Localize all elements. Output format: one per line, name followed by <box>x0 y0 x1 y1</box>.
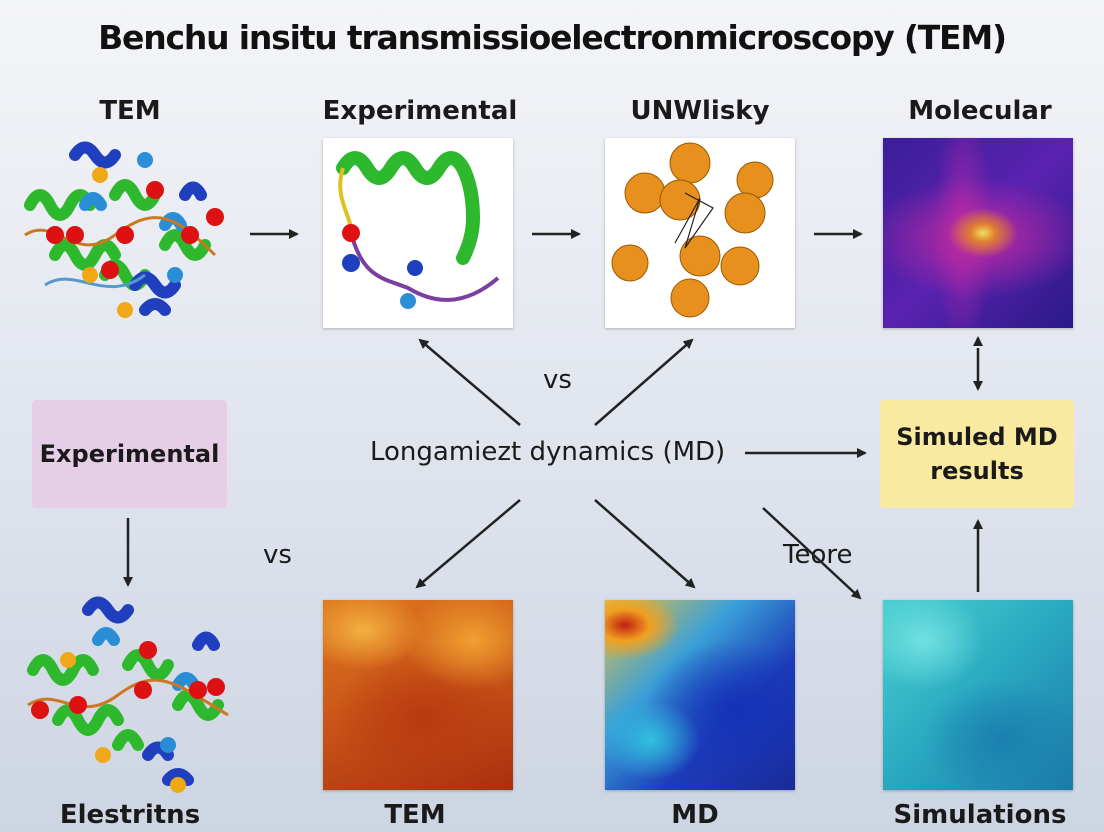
vs-label-left: vs <box>263 540 292 570</box>
arrow-md-to-tem <box>415 499 521 589</box>
experimental-box: Experimental <box>32 400 227 508</box>
panel-simulations-heatmap <box>883 600 1073 790</box>
panel-experimental-helix <box>323 138 513 328</box>
teore-label: Teore <box>783 540 853 570</box>
arrow-md-to-md-panel <box>594 499 696 589</box>
page-title: Benchu insitu transmissioelectronmicrosc… <box>98 18 1007 57</box>
center-text-md: Longamiezt dynamics (MD) <box>370 437 726 467</box>
label-elestritns: Elestritns <box>59 800 201 830</box>
label-simulations: Simulations <box>893 800 1067 830</box>
panel-unwlisky-spheres <box>605 138 795 328</box>
protein-structure-bottom <box>18 595 243 795</box>
label-experimental-top: Experimental <box>322 96 518 126</box>
arrow-md-to-experimental <box>418 338 521 426</box>
simulated-md-results-box: Simuled MD results <box>880 400 1074 508</box>
protein-structure-top <box>15 135 240 335</box>
vs-label-top: vs <box>543 365 572 395</box>
label-tem-top: TEM <box>99 96 161 126</box>
label-tem-bottom: TEM <box>384 800 446 830</box>
arrow-md-to-unwlisky <box>594 338 694 426</box>
panel-molecular-heatmap <box>883 138 1073 328</box>
label-md-bottom: MD <box>671 800 719 830</box>
panel-md-heatmap <box>605 600 795 790</box>
panel-tem-heatmap <box>323 600 513 790</box>
label-molecular: Molecular <box>908 96 1052 126</box>
label-unwlisky: UNWlisky <box>630 96 770 126</box>
